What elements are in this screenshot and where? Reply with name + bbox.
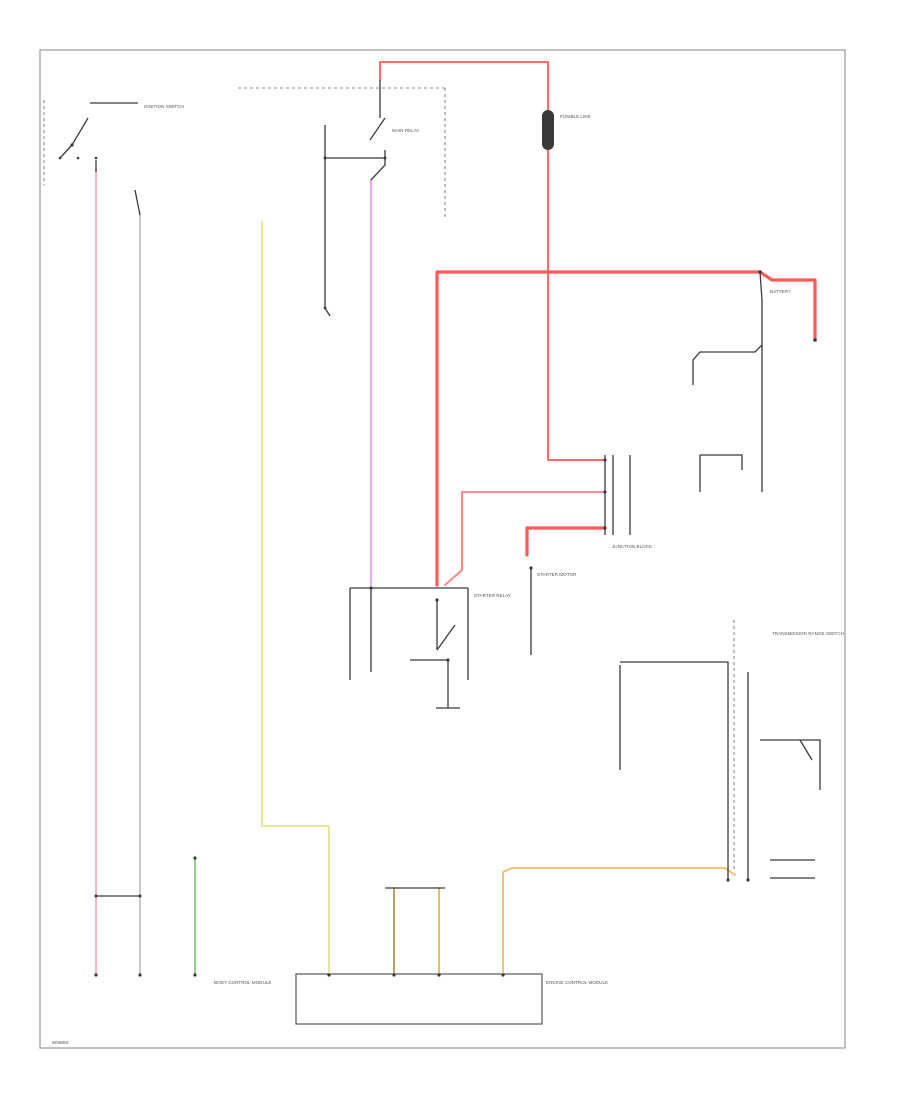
wire-yellow-start-signal bbox=[261, 221, 330, 976]
junction-block: JUNCTION BLOCK bbox=[603, 455, 653, 549]
wire-red-starter-relay-feed bbox=[444, 491, 606, 586]
wire-black-battery-ground bbox=[692, 300, 763, 385]
wire-orange-trs bbox=[502, 867, 736, 976]
ignition-connectors-bottom bbox=[94, 894, 142, 977]
ground-symbol-main-relay bbox=[323, 306, 331, 317]
body-control-module-label: BODY CONTROL MODULE bbox=[214, 980, 271, 985]
battery-label: BATTERY bbox=[770, 289, 791, 294]
wire-red-main-bus bbox=[435, 270, 762, 587]
wire-black-trs-bus bbox=[620, 661, 729, 880]
battery: BATTERY bbox=[758, 270, 817, 342]
ignition-switch-label: IGNITION SWITCH bbox=[144, 104, 184, 109]
fusible-link-label: FUSIBLE LINK bbox=[560, 114, 592, 119]
main-relay-label: MAIN RELAY bbox=[392, 128, 419, 133]
main-relay: MAIN RELAY bbox=[238, 80, 446, 220]
fusible-link: FUSIBLE LINK bbox=[542, 110, 592, 150]
diagram-code: W08601 bbox=[52, 1040, 70, 1045]
wire-red-junction-lower bbox=[525, 526, 607, 557]
ignition-switch: IGNITION SWITCH bbox=[43, 100, 184, 216]
starter-motor: STARTER MOTOR bbox=[529, 566, 577, 577]
engine-control-module: ENGINE CONTROL MODULE bbox=[295, 973, 608, 1025]
starter-motor-label: STARTER MOTOR bbox=[537, 572, 577, 577]
transmission-range-switch-label: TRANSMISSION RANGE SWITCH bbox=[772, 631, 844, 636]
diagram-frame bbox=[39, 49, 846, 1049]
starter-relay: STARTER RELAY bbox=[349, 586, 511, 709]
transmission-range-switch: TRANSMISSION RANGE SWITCH bbox=[726, 620, 844, 882]
junction-block-label: JUNCTION BLOCK bbox=[612, 544, 653, 549]
wire-red-to-battery bbox=[758, 270, 817, 342]
starter-relay-label: STARTER RELAY bbox=[474, 593, 511, 598]
wire-red-top-feed bbox=[379, 61, 606, 461]
engine-control-module-label: ENGINE CONTROL MODULE bbox=[546, 980, 608, 985]
wire-black-sensor-top bbox=[700, 454, 743, 470]
body-control-module-connector: BODY CONTROL MODULE bbox=[193, 856, 271, 985]
